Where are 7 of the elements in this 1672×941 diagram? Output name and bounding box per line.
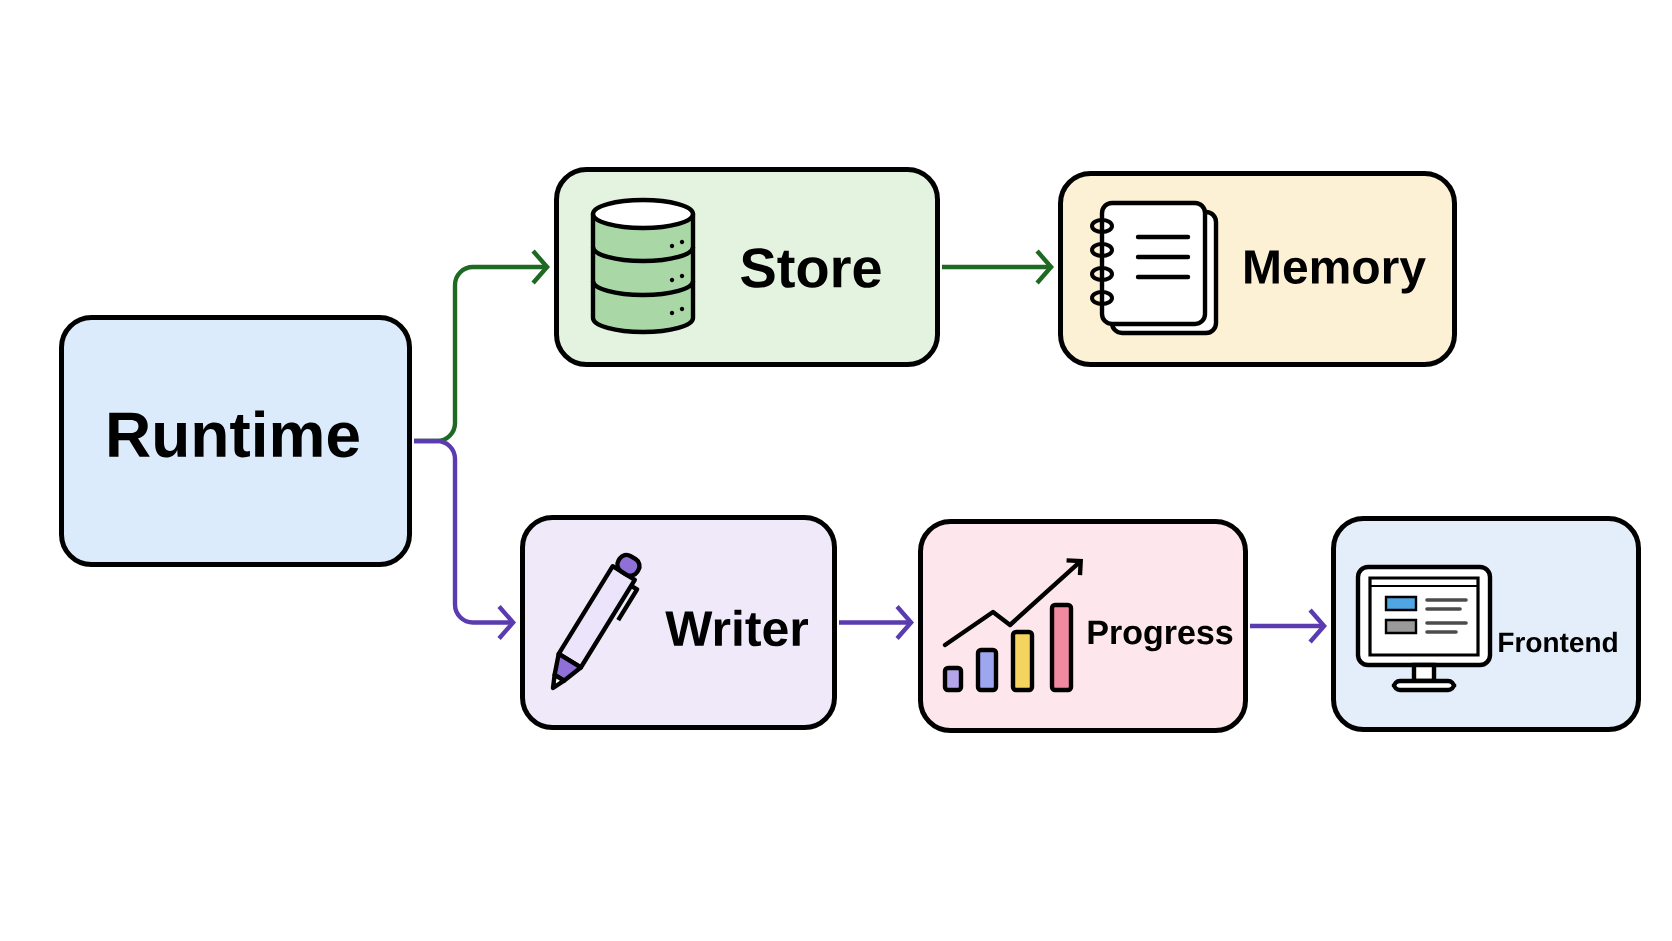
arrow [414, 438, 516, 640]
arrow [839, 605, 914, 640]
arrow [942, 249, 1054, 285]
process-box: Runtime [59, 315, 412, 567]
process-box: Writer [520, 515, 837, 730]
arrow [1250, 608, 1327, 644]
process-box: Progress [918, 519, 1248, 733]
